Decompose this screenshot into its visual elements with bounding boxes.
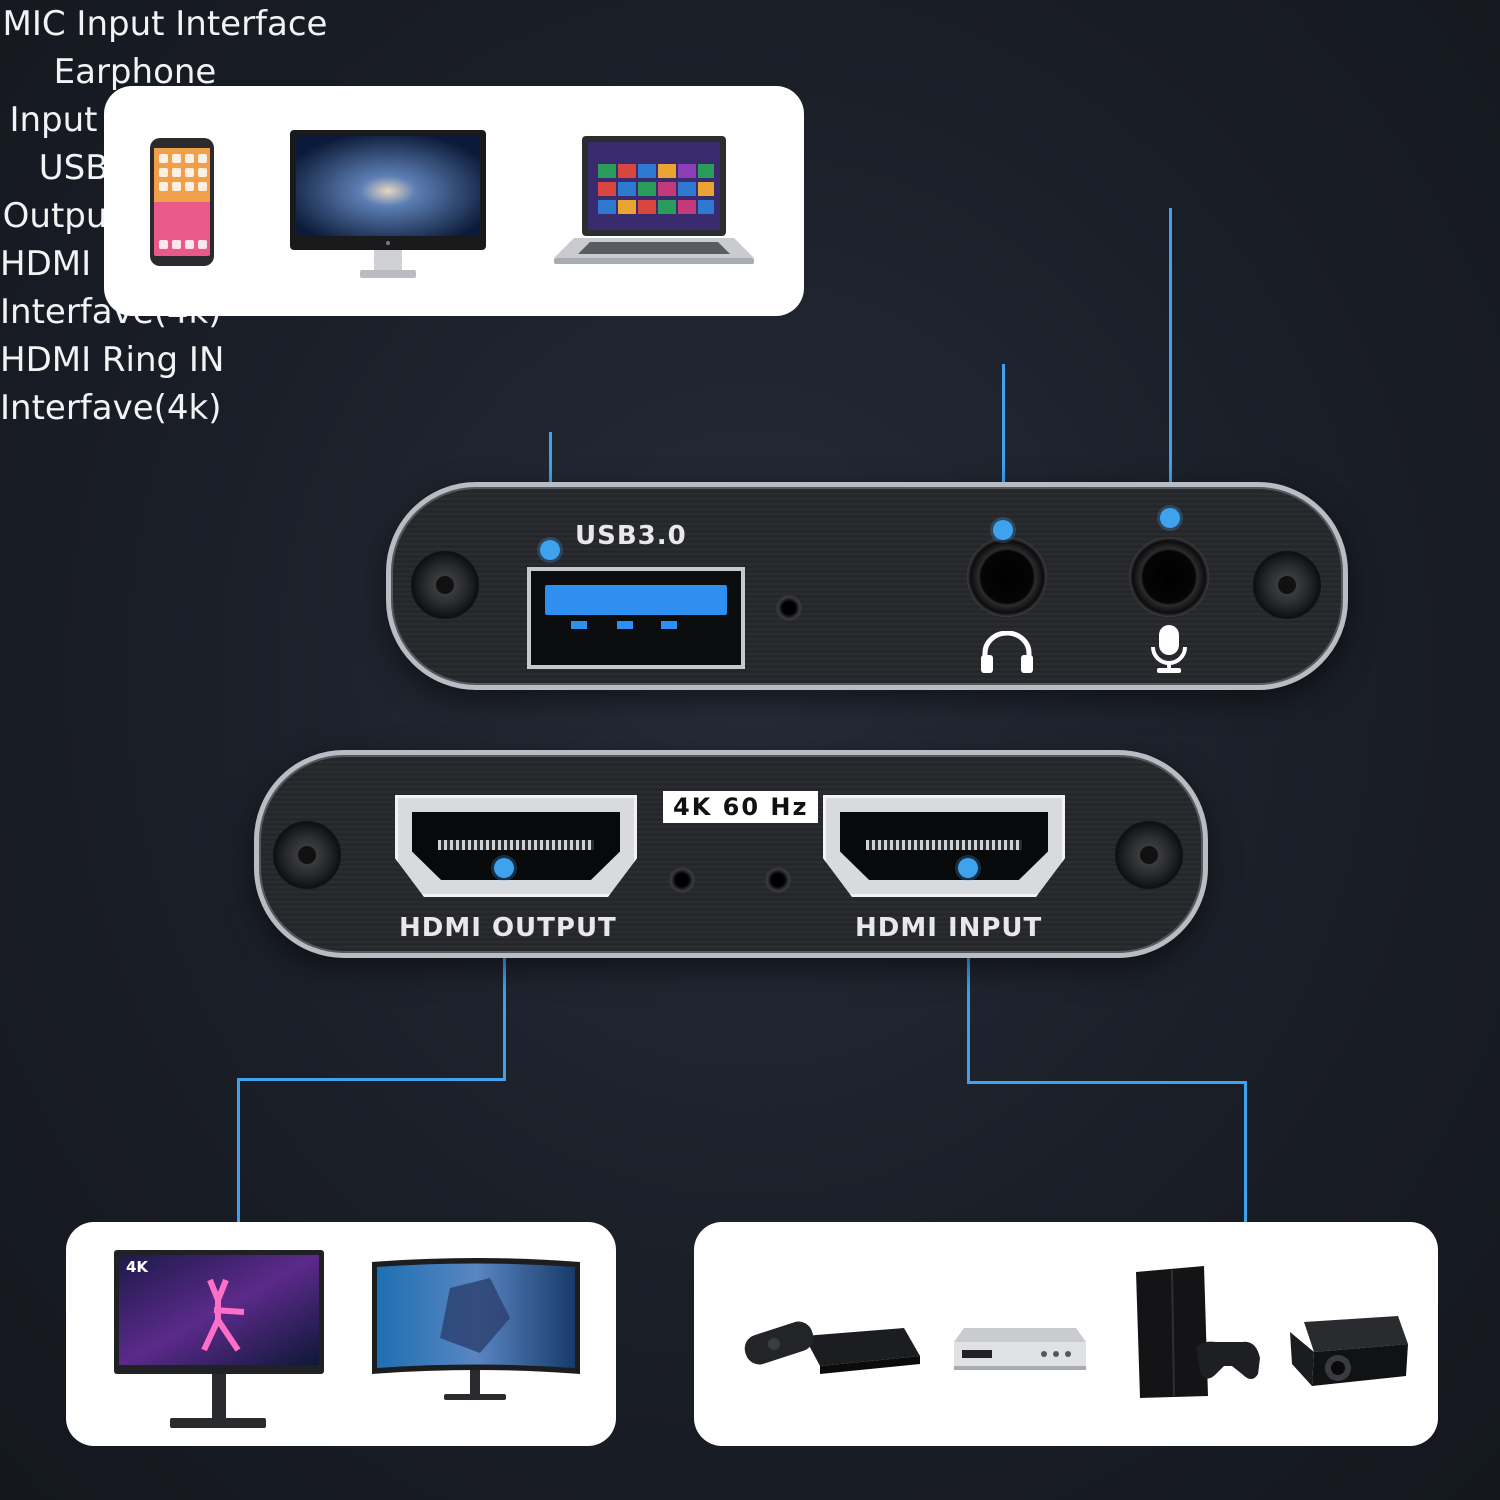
- monitor-icon: [290, 130, 486, 278]
- screw-left: [273, 821, 341, 889]
- mic-jack[interactable]: [1129, 537, 1209, 617]
- hdmi-out-wire-v1: [503, 868, 506, 1080]
- hdmi-in-wire-v1: [967, 868, 970, 1084]
- set-top-box-icon: [954, 1328, 1086, 1370]
- hdmi-out-wire-h: [237, 1078, 506, 1081]
- earphone-jack[interactable]: [967, 537, 1047, 617]
- hdmi-output-print: HDMI OUTPUT: [399, 913, 617, 943]
- usb-print-label: USB3.0: [575, 521, 687, 551]
- curved-monitor-icon: [372, 1258, 580, 1400]
- streaming-box-icon: [744, 1321, 920, 1374]
- usb-devices-panel: [104, 86, 804, 316]
- hdmi-out-devices-panel: 4K: [66, 1222, 616, 1446]
- hdmi-in-label: HDMI Ring IN Interfave(4k): [0, 340, 225, 428]
- capture-card-top-face: USB3.0: [386, 482, 1348, 690]
- laptop-icon: [554, 136, 754, 264]
- hdmi-out-wire-v2: [237, 1078, 240, 1224]
- hdmi-input-print: HDMI INPUT: [855, 913, 1043, 943]
- screw-right: [1115, 821, 1183, 889]
- mic-input-label: MIC Input Interface: [2, 4, 328, 44]
- projector-icon: [1290, 1316, 1408, 1386]
- 4k-monitor-icon: 4K: [114, 1250, 324, 1428]
- hdmi-out-connector-dot: [494, 858, 514, 878]
- mic-connector-dot: [1160, 508, 1180, 528]
- earphone-connector-dot: [993, 520, 1013, 540]
- indicator-hole: [776, 595, 802, 621]
- hdmi-in-connector-dot: [958, 858, 978, 878]
- svg-text:4K: 4K: [126, 1258, 149, 1276]
- hdmi-input-port[interactable]: [823, 795, 1065, 897]
- mic-wire: [1169, 208, 1172, 518]
- led-hole-right: [765, 867, 791, 893]
- hdmi-in-wire-v2: [1244, 1081, 1247, 1223]
- 4k-60hz-badge: 4K 60 Hz: [663, 791, 819, 823]
- phone-icon: [150, 138, 214, 266]
- usb-3-port[interactable]: [527, 567, 745, 669]
- screw-left: [411, 551, 479, 619]
- headphones-icon: [981, 631, 1033, 673]
- hdmi-output-port[interactable]: [395, 795, 637, 897]
- screw-right: [1253, 551, 1321, 619]
- microphone-icon: [1151, 625, 1187, 673]
- game-console-icon: [1136, 1266, 1260, 1398]
- hdmi-in-devices-panel: [694, 1222, 1438, 1446]
- usb-connector-dot: [540, 540, 560, 560]
- led-hole-left: [669, 867, 695, 893]
- hdmi-in-wire-h: [967, 1081, 1247, 1084]
- capture-card-bottom-face: 4K 60 Hz HDMI OUTPUT HDMI INPUT: [254, 750, 1208, 958]
- earphone-wire: [1002, 364, 1005, 528]
